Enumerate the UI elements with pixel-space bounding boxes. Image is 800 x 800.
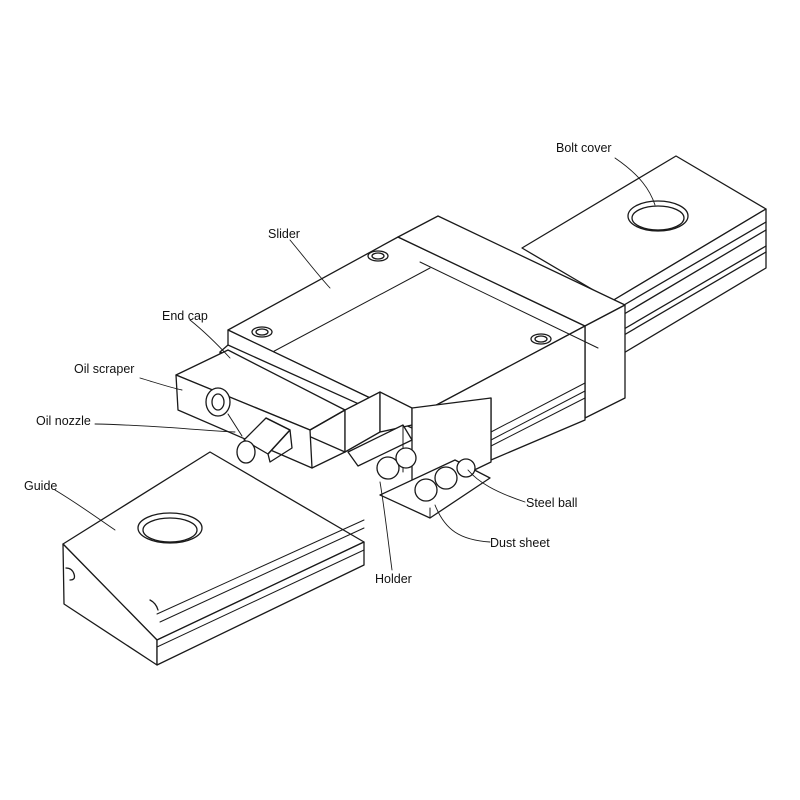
label-dust-sheet: Dust sheet — [490, 536, 550, 550]
leader-bolt-cover — [614, 157, 656, 206]
leader-lines — [54, 157, 656, 571]
leader-guide — [54, 489, 116, 531]
leader-oil-scraper — [139, 377, 183, 391]
leader-steel-ball — [467, 469, 526, 503]
slider-body — [227, 215, 626, 461]
leader-holder — [379, 481, 393, 571]
label-bolt-cover: Bolt cover — [556, 141, 612, 155]
slider-mount-hole-2 — [251, 326, 273, 338]
label-end-cap: End cap — [162, 309, 208, 323]
bolt-cover-back — [627, 200, 689, 232]
slider-mount-hole-1 — [367, 250, 389, 262]
label-guide: Guide — [24, 479, 57, 493]
steel-balls — [376, 447, 476, 502]
leader-dust-sheet — [434, 504, 491, 543]
label-slider: Slider — [268, 227, 300, 241]
label-holder: Holder — [375, 572, 412, 586]
slider-mount-hole-3 — [530, 333, 552, 345]
leader-slider — [289, 239, 331, 289]
guide-rail-front — [62, 451, 365, 666]
label-oil-scraper: Oil scraper — [74, 362, 134, 376]
leader-end-cap — [189, 319, 231, 359]
cutaway-section — [344, 391, 492, 519]
bolt-cover-front — [137, 512, 203, 544]
label-oil-nozzle: Oil nozzle — [36, 414, 91, 428]
leader-oil-nozzle — [94, 423, 236, 433]
oil-nozzle — [205, 387, 293, 464]
label-steel-ball: Steel ball — [526, 496, 577, 510]
